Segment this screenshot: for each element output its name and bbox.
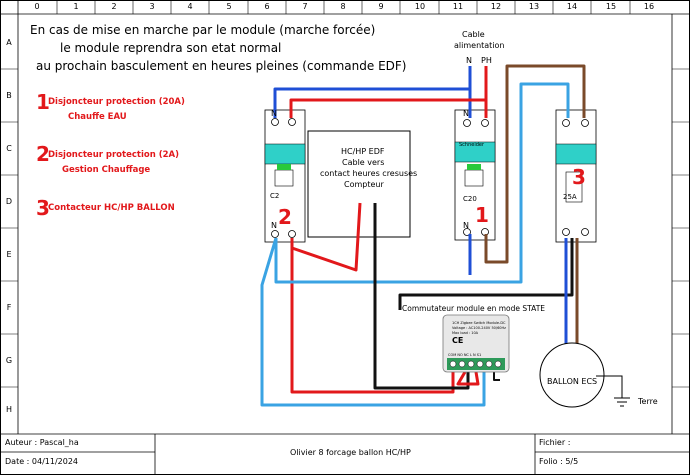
breaker-2-top-n: N: [271, 109, 277, 118]
module-spec-1: 1CH Zigbee Switch Module-DC: [452, 321, 506, 325]
breaker-20A: [454, 109, 496, 241]
folio-field: Folio : 5/5: [539, 457, 579, 466]
legend-2-number: 2: [36, 142, 50, 166]
legend-1-number: 1: [36, 90, 50, 114]
cable-label-2: alimentation: [454, 41, 505, 50]
module-ce-mark: CE: [452, 336, 464, 345]
wires: [260, 64, 586, 407]
terre-label: Terre: [638, 397, 658, 406]
row-h: H: [5, 405, 12, 414]
row-a: A: [6, 38, 12, 47]
legend-1-title: Disjoncteur protection (20A): [48, 97, 185, 107]
note-line-1: En cas de mise en marche par le module (…: [30, 23, 376, 37]
earth-symbol: [596, 375, 630, 407]
legend-3-title: Contacteur HC/HP BALLON: [48, 203, 175, 213]
breaker-2A: [264, 109, 306, 243]
zigbee-module: [442, 314, 510, 373]
edf-line-4: Compteur: [344, 180, 384, 189]
col-7: 7: [302, 2, 308, 11]
wire-lightblue-neutral: [260, 237, 486, 407]
ballon-circle: [539, 342, 605, 408]
legend-2-sub: Gestion Chauffage: [62, 165, 151, 175]
row-g: G: [5, 356, 13, 365]
legend-2-title: Disjoncteur protection (2A): [48, 150, 179, 160]
breaker-1-marker: 1: [475, 203, 489, 227]
col-5: 5: [226, 2, 232, 11]
legend-1-sub: Chauffe EAU: [68, 112, 127, 122]
cable-ph-label: PH: [481, 56, 492, 65]
breaker-2-marker: 2: [278, 205, 292, 229]
breaker-1-rating: C20: [463, 195, 477, 203]
note-line-2: le module reprendra son etat normal: [60, 41, 282, 55]
row-f: F: [6, 303, 12, 312]
col-11: 11: [452, 2, 464, 11]
breaker-1-top-n: N: [463, 109, 469, 118]
edf-line-2: Cable vers: [342, 158, 385, 167]
wire-lightblue-upper: [519, 82, 570, 268]
contactor-hchp: [555, 109, 597, 243]
wire-black-contactor: [398, 238, 574, 310]
legend-3-number: 3: [36, 196, 50, 220]
drawing-title: Olivier 8 forcage ballon HC/HP: [290, 448, 411, 457]
author: Auteur : Pascal_ha: [5, 438, 79, 447]
cable-label-1: Cable: [462, 30, 485, 39]
module-terminals: COM NO NC L N S1: [448, 353, 482, 357]
module-spec-3: Max load : 10A: [452, 331, 479, 335]
col-3: 3: [149, 2, 155, 11]
row-d: D: [5, 197, 13, 206]
col-10: 10: [414, 2, 426, 11]
contactor-rating: 25A: [563, 193, 577, 201]
breaker-1-brand: Schneider: [459, 142, 485, 148]
edf-line-3: contact heures cresuses: [320, 169, 418, 178]
col-1: 1: [73, 2, 79, 11]
row-ticks: [0, 68, 690, 388]
col-15: 15: [605, 2, 617, 11]
breaker-2-bottom-n: N: [271, 221, 277, 230]
wire-brown-loop: [484, 64, 586, 264]
breaker-1-bottom-n: N: [463, 221, 469, 230]
ballon-label: BALLON ECS: [547, 377, 598, 386]
col-2: 2: [111, 2, 117, 11]
file-field: Fichier :: [539, 438, 571, 447]
module-spec-2: Voltage : AC100-240V 50/60Hz: [452, 326, 506, 330]
col-4: 4: [187, 2, 193, 11]
breaker-2-rating: C2: [270, 192, 280, 200]
col-12: 12: [490, 2, 502, 11]
col-9: 9: [378, 2, 384, 11]
col-8: 8: [340, 2, 346, 11]
col-13: 13: [528, 2, 540, 11]
column-ticks: [56, 0, 631, 14]
wire-red-module: [290, 238, 455, 394]
row-c: C: [6, 144, 12, 153]
col-6: 6: [264, 2, 270, 11]
note-line-3: au prochain basculement en heures pleine…: [36, 59, 407, 73]
row-b: B: [6, 91, 12, 100]
wire-lightblue-top: [274, 238, 523, 284]
title-block-frame: [0, 433, 690, 475]
col-0: 0: [34, 2, 40, 11]
contactor-marker: 3: [572, 165, 586, 189]
col-14: 14: [566, 2, 578, 11]
col-16: 16: [643, 2, 655, 11]
edf-line-1: HC/HP EDF: [341, 147, 385, 156]
wire-black-edf: [373, 203, 470, 390]
date: Date : 04/11/2024: [5, 457, 79, 466]
module-label: Commutateur module en mode STATE: [402, 304, 546, 313]
row-e: E: [6, 250, 12, 259]
cable-n-label: N: [466, 56, 472, 65]
